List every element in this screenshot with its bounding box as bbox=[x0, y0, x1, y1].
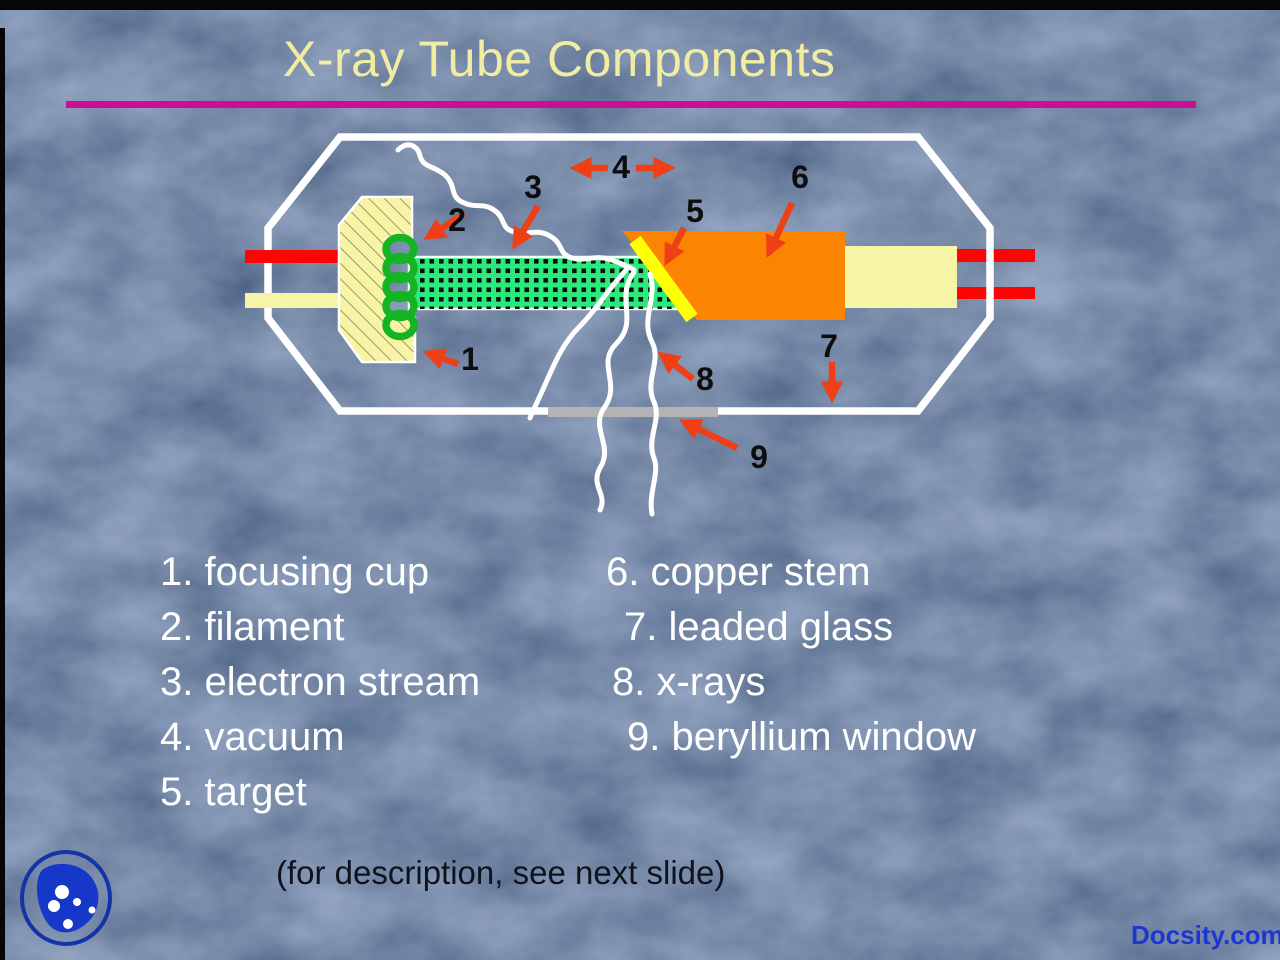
diagram-label-3: 3 bbox=[524, 169, 542, 205]
diagram-label-8: 8 bbox=[696, 361, 714, 397]
legend-item-vacuum: 4. vacuum bbox=[160, 715, 345, 759]
diagram-label-1: 1 bbox=[461, 341, 479, 377]
docsity-logo-blob bbox=[36, 863, 99, 933]
pointer-arrows bbox=[422, 156, 844, 451]
lead-wire-left-yellow bbox=[245, 293, 345, 308]
footnote: (for description, see next slide) bbox=[276, 854, 726, 891]
diagram-label-5: 5 bbox=[686, 193, 704, 229]
electron-stream bbox=[407, 255, 683, 311]
arrow-9 bbox=[679, 419, 739, 451]
lead-wire-right-top bbox=[955, 249, 1035, 262]
left-black-strip bbox=[0, 28, 5, 960]
stem-end-block bbox=[845, 246, 957, 308]
docsity-logo bbox=[20, 850, 112, 946]
title-underline-rule bbox=[66, 101, 1196, 108]
legend-item-beryllium-window: 9. beryllium window bbox=[627, 715, 977, 759]
legend-item-x-rays: 8. x-rays bbox=[612, 660, 766, 704]
legend-item-target: 5. target bbox=[160, 770, 307, 814]
legend-item-filament: 2. filament bbox=[160, 605, 345, 649]
slide-title: X-ray Tube Components bbox=[283, 31, 836, 87]
legend-right-column: 6. copper stem 7. leaded glass 8. x-rays… bbox=[606, 545, 976, 765]
diagram-label-2: 2 bbox=[448, 202, 466, 238]
diagram-label-9: 9 bbox=[750, 439, 768, 475]
docsity-logo-dots bbox=[48, 885, 96, 929]
lead-wire-left-red bbox=[245, 250, 340, 263]
diagram-label-7: 7 bbox=[820, 328, 838, 364]
diagram-label-6: 6 bbox=[791, 159, 809, 195]
arrow-1 bbox=[422, 348, 460, 370]
arrow-3 bbox=[512, 204, 541, 250]
legend-item-electron-stream: 3. electron stream bbox=[160, 660, 481, 704]
arrow-2 bbox=[423, 211, 466, 240]
docsity-watermark: Docsity.com bbox=[1131, 920, 1280, 950]
legend-item-copper-stem: 6. copper stem bbox=[606, 550, 871, 594]
xray-squiggle-incoming bbox=[395, 142, 637, 273]
beryllium-window bbox=[548, 407, 718, 417]
target-plate bbox=[629, 235, 698, 323]
arrow-6 bbox=[765, 201, 795, 259]
arrow-5 bbox=[664, 226, 687, 266]
diagram-label-4: 4 bbox=[612, 149, 630, 185]
legend-left-column: 1. focusing cup 2. filament 3. electron … bbox=[160, 545, 480, 820]
docsity-logo-circle bbox=[20, 850, 112, 946]
xray-squiggle-diagonal bbox=[527, 267, 629, 421]
diagram-number-labels: 1 2 3 4 5 6 7 8 9 bbox=[448, 149, 838, 475]
lead-wire-right-bottom bbox=[955, 287, 1035, 299]
top-black-bar bbox=[0, 0, 1280, 10]
arrow-8 bbox=[657, 351, 695, 382]
legend-item-focusing-cup: 1. focusing cup bbox=[160, 550, 430, 594]
filament-coil bbox=[382, 233, 418, 341]
xray-squiggle-down-left bbox=[594, 269, 637, 513]
xray-squiggle-down-right bbox=[645, 271, 659, 517]
legend-item-leaded-glass: 7. leaded glass bbox=[624, 605, 894, 649]
xray-squiggles bbox=[395, 142, 659, 517]
